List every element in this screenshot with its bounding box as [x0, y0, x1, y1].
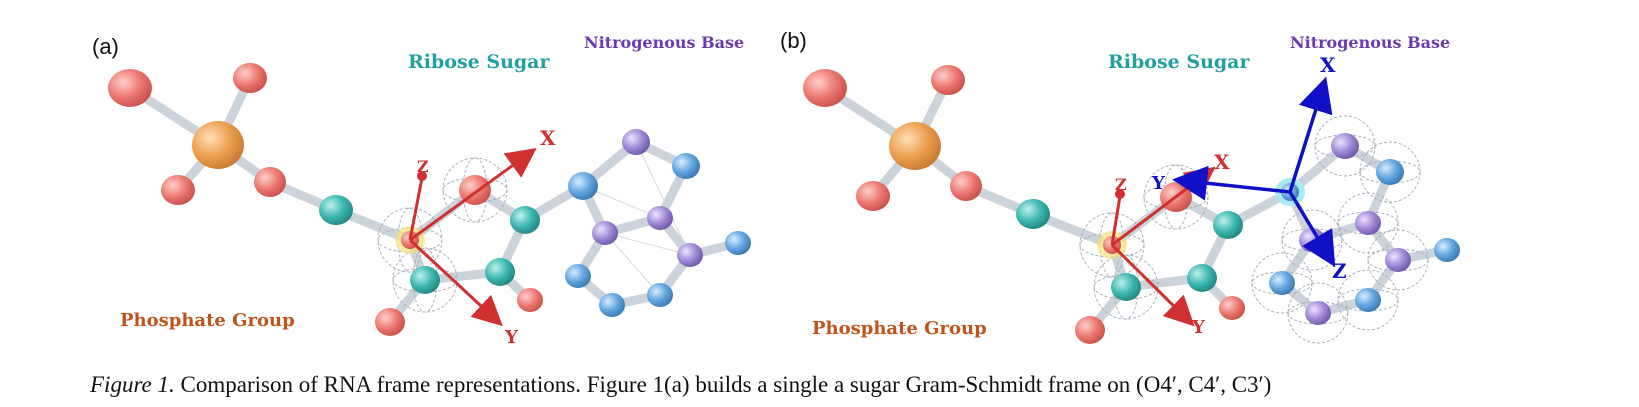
- panel-a-z-axis-tip: [417, 171, 427, 181]
- caption-title: Figure 1.: [90, 372, 175, 397]
- panel-b-z-axis-arrow: [1110, 195, 1122, 246]
- panel-b-base-x-label: X: [1320, 53, 1336, 77]
- panel-a-x-label: X: [540, 126, 556, 150]
- panel-a: (a) Ribose Sugar Nitrogenous Base Phosph…: [92, 33, 751, 348]
- panel-b-z-axis-tip: [1115, 189, 1125, 199]
- panel-b-y-label: Y: [1191, 317, 1206, 338]
- panel-b-label: (b): [780, 28, 807, 53]
- panel-a-z-label: Z: [417, 157, 429, 176]
- panel-b-base-label: Nitrogenous Base: [1290, 33, 1450, 52]
- panel-b-y-axis-arrow: [1110, 243, 1195, 327]
- figure-caption: Figure 1. Comparison of RNA frame repres…: [90, 372, 1630, 398]
- panel-a-y-axis-arrow: [408, 238, 503, 327]
- panel-a-sugar-frame: [408, 147, 537, 327]
- panel-b-phosphate-label: Phosphate Group: [812, 318, 987, 339]
- panel-a-base-label: Nitrogenous Base: [584, 33, 744, 52]
- panel-a-z-axis-arrow: [408, 177, 424, 241]
- panel-b-base-z-axis-arrow: [1288, 191, 1336, 267]
- panel-a-atoms: [108, 63, 751, 336]
- panel-b-x-label: X: [1214, 150, 1230, 174]
- panel-b-base-y-axis-arrow: [1172, 165, 1291, 201]
- panel-b-z-label: Z: [1115, 175, 1127, 194]
- panel-b-base-frame: [1172, 76, 1336, 267]
- panel-b-base-z-label: Z: [1332, 259, 1347, 283]
- panel-b-atoms: [803, 65, 1460, 344]
- panel-a-thin-lines: [582, 141, 691, 296]
- panel-b-sugar-label: Ribose Sugar: [1108, 51, 1250, 73]
- caption-text: Comparison of RNA frame representations.…: [174, 372, 1272, 397]
- panel-a-label: (a): [92, 34, 119, 59]
- panel-b-base-y-label: Y: [1151, 173, 1166, 194]
- panel-a-x-axis-arrow: [409, 147, 537, 242]
- panel-b: (b) Ribose Sugar Nitrogenous Base Phosph…: [780, 28, 1460, 344]
- panel-a-phosphate-label: Phosphate Group: [120, 310, 295, 331]
- panel-a-sugar-label: Ribose Sugar: [408, 51, 550, 73]
- panel-b-base-x-axis-arrow: [1288, 76, 1333, 193]
- panel-a-y-label: Y: [504, 327, 519, 348]
